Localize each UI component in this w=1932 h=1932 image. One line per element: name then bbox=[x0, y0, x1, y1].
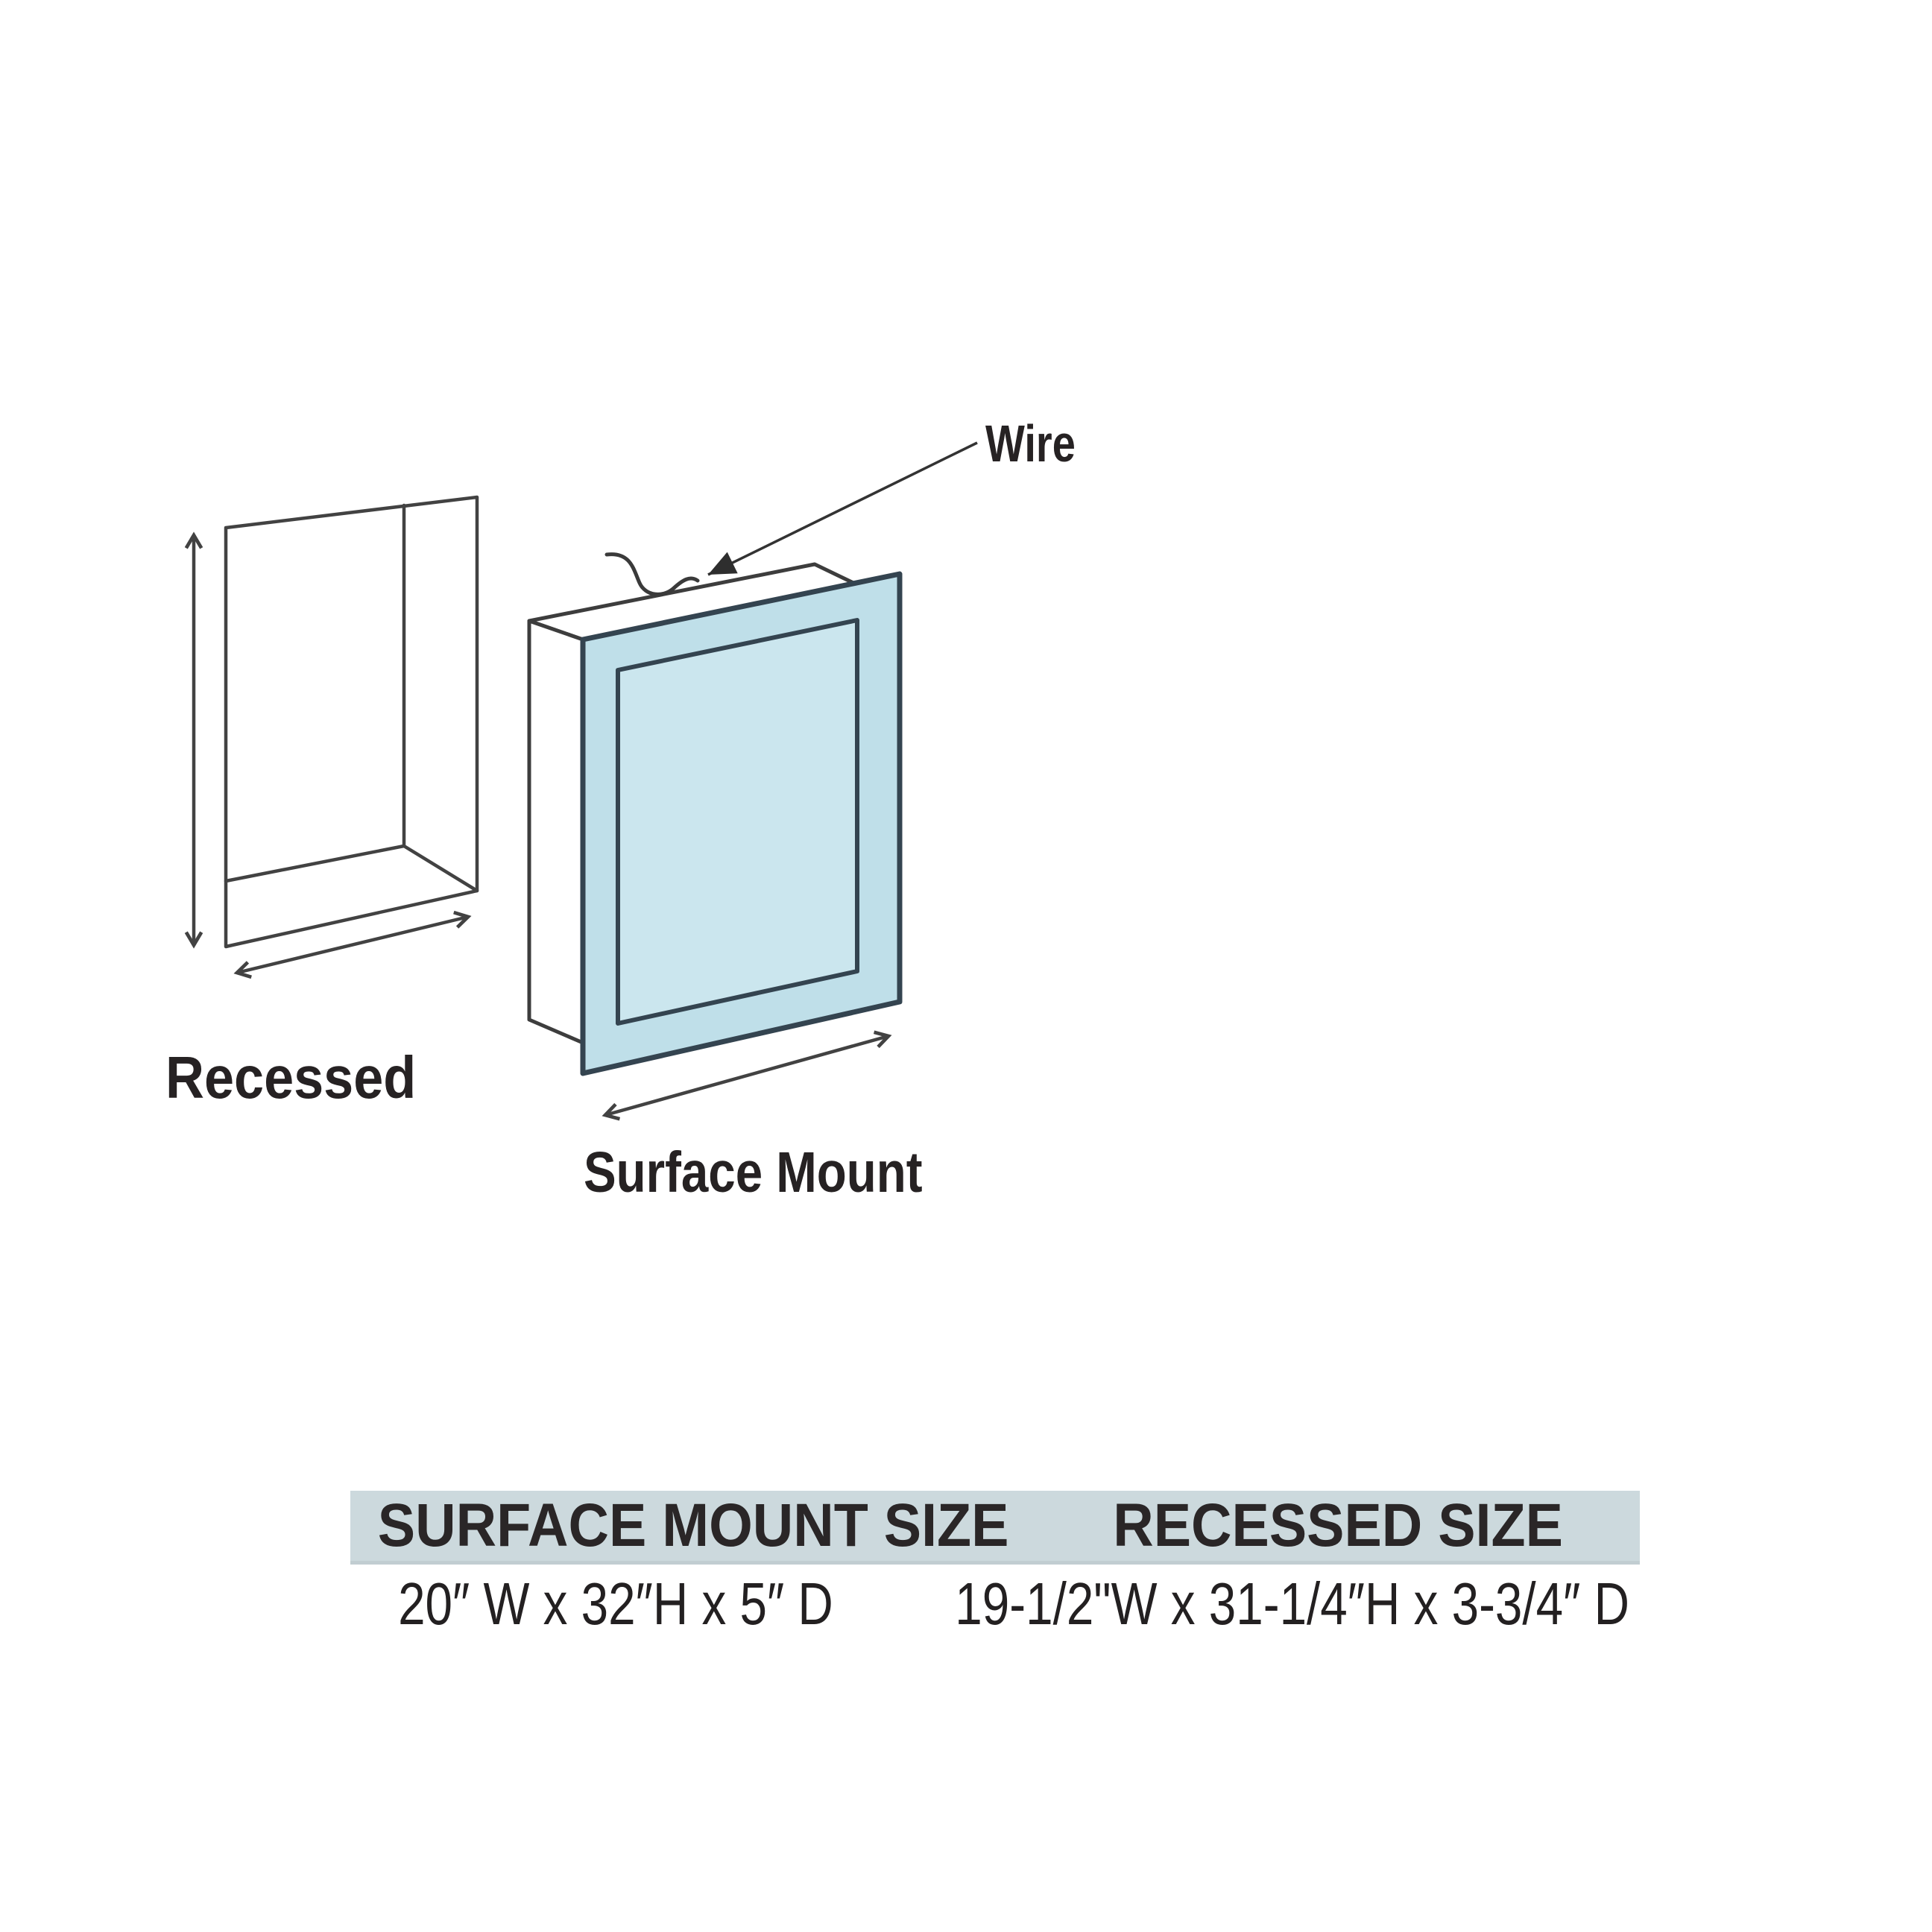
wire-squiggle bbox=[604, 552, 700, 596]
wire-label: Wire bbox=[985, 417, 1098, 470]
recessed-label: Recessed bbox=[165, 1048, 444, 1108]
cabinet-door-panel bbox=[616, 618, 859, 1026]
recessed-size-header-text: RECESSED SIZE bbox=[1113, 1491, 1563, 1559]
surface-mount-size-value: 20″ W x 32″H x 5″ D bbox=[350, 1574, 881, 1634]
surface-width-dimension-arrow bbox=[602, 1030, 892, 1121]
wire-label-text: Wire bbox=[985, 414, 1076, 473]
recessed-box-floor-edges bbox=[224, 844, 479, 893]
recessed-niche-drawing bbox=[184, 495, 479, 979]
size-table-header-row: SURFACE MOUNT SIZE RECESSED SIZE bbox=[350, 1491, 1640, 1565]
recessed-label-text: Recessed bbox=[165, 1044, 417, 1111]
wire-leader-arrow bbox=[707, 441, 978, 576]
recessed-size-value: 19-1/2"W x 31-1/4″H x 3-3/4″ D bbox=[881, 1574, 1703, 1634]
cabinet-left-side bbox=[527, 619, 585, 1045]
surface-mount-size-header: SURFACE MOUNT SIZE bbox=[350, 1495, 1036, 1556]
recessed-box-outline bbox=[224, 495, 479, 949]
surface-mount-size-value-text: 20″ W x 32″H x 5″ D bbox=[398, 1570, 833, 1637]
surface-mount-size-header-text: SURFACE MOUNT SIZE bbox=[377, 1491, 1009, 1559]
recessed-size-header: RECESSED SIZE bbox=[1036, 1495, 1640, 1556]
recessed-width-dimension-arrow bbox=[233, 910, 472, 979]
size-table: SURFACE MOUNT SIZE RECESSED SIZE 20″ W x… bbox=[350, 1491, 1640, 1634]
surface-mount-cabinet-drawing bbox=[527, 441, 978, 1121]
surface-mount-label-text: Surface Mount bbox=[584, 1140, 923, 1205]
surface-mount-label: Surface Mount bbox=[584, 1144, 982, 1202]
recessed-size-value-text: 19-1/2"W x 31-1/4″H x 3-3/4″ D bbox=[955, 1570, 1629, 1637]
size-table-value-row: 20″ W x 32″H x 5″ D 19-1/2"W x 31-1/4″H … bbox=[350, 1565, 1640, 1634]
